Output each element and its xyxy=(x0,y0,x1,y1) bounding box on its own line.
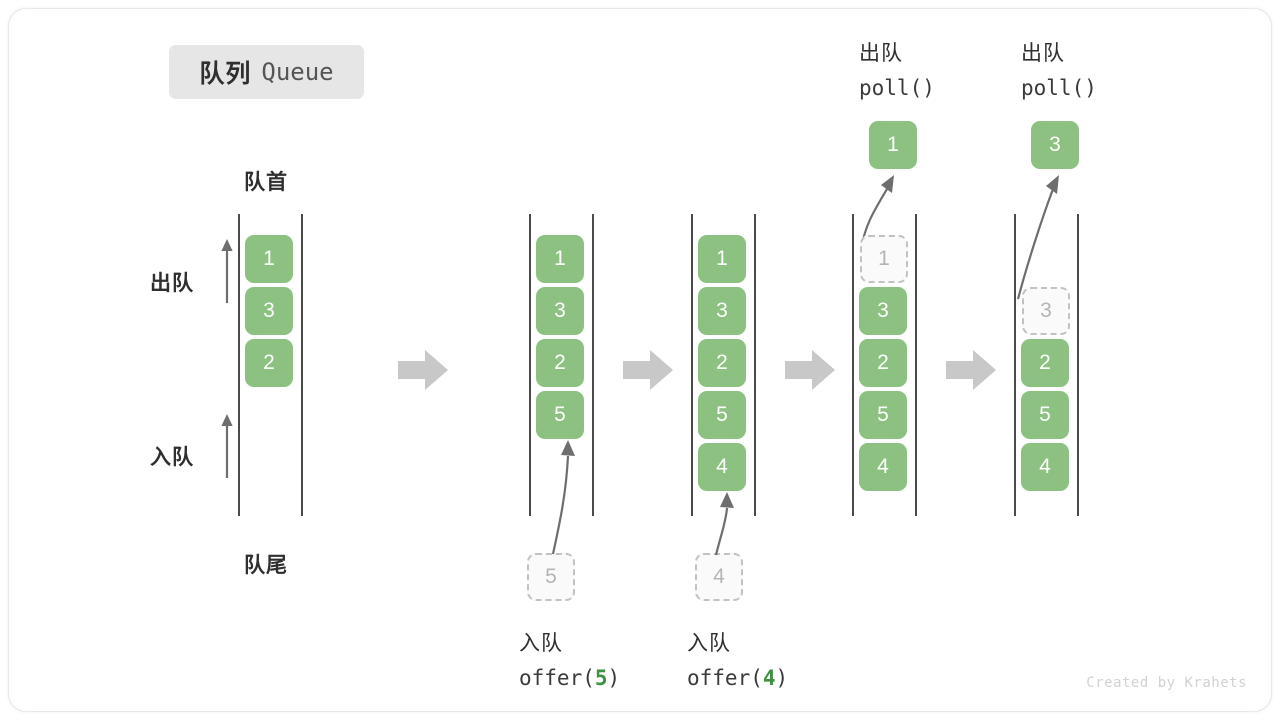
popped-element: 3 xyxy=(1031,121,1079,169)
queue-slot: 2 xyxy=(245,339,293,387)
enqueue-direction-arrow-icon xyxy=(221,414,233,478)
caption-line-1: 入队 xyxy=(687,632,731,655)
caption-line-1: 出队 xyxy=(1021,42,1065,65)
dequeue-motion-arrow-icon xyxy=(1016,175,1059,300)
queue-slot: 3 xyxy=(859,287,907,335)
diagram-card: 队列 Queue 队首 队尾 出队 入队 1 3 2 1 3 2 5 5 入队 … xyxy=(8,8,1272,712)
caption-line-2: offer(5) xyxy=(519,661,620,695)
step-separator-arrow-icon xyxy=(946,350,996,390)
queue-slot: 3 xyxy=(536,287,584,335)
caption-fn-prefix: offer( xyxy=(519,666,595,690)
caption-line-1: 入队 xyxy=(519,632,563,655)
queue-rail-right xyxy=(592,214,594,516)
caption-line-1: 出队 xyxy=(859,42,903,65)
queue-slot-removed: 1 xyxy=(860,235,908,283)
caption-line-2: offer(4) xyxy=(687,661,788,695)
queue-rail-left xyxy=(1014,214,1016,516)
step-caption-offer-4: 入队 offer(4) xyxy=(687,627,788,695)
step-separator-arrow-icon xyxy=(398,350,448,390)
queue-slot: 5 xyxy=(1021,391,1069,439)
caption-fn-suffix: ) xyxy=(775,666,789,690)
queue-slot: 1 xyxy=(245,235,293,283)
queue-rail-left xyxy=(691,214,693,516)
caption-fn-suffix: ) xyxy=(607,666,621,690)
step-separator-arrow-icon xyxy=(623,350,673,390)
diagram-title-badge: 队列 Queue xyxy=(169,45,364,99)
dequeue-direction-label: 出队 xyxy=(150,272,194,295)
caption-fn-suffix: ) xyxy=(1084,76,1097,100)
queue-slot: 2 xyxy=(536,339,584,387)
dequeue-direction-arrow-icon xyxy=(221,239,233,303)
step-caption-poll-3: 出队 poll() xyxy=(1021,37,1097,105)
step-caption-offer-5: 入队 offer(5) xyxy=(519,627,620,695)
queue-rail-right xyxy=(301,214,303,516)
queue-rail-left xyxy=(529,214,531,516)
queue-slot: 2 xyxy=(859,339,907,387)
step-separator-arrow-icon xyxy=(785,350,835,390)
popped-element: 1 xyxy=(869,121,917,169)
queue-slot: 5 xyxy=(859,391,907,439)
caption-fn-prefix: offer( xyxy=(687,666,763,690)
title-chinese: 队列 xyxy=(199,60,252,88)
caption-line-2: poll() xyxy=(1021,71,1097,105)
queue-slot: 1 xyxy=(536,235,584,283)
credit-text: Created by Krahets xyxy=(1086,675,1247,691)
enqueue-motion-arrow-icon xyxy=(714,492,734,556)
queue-slot-new: 5 xyxy=(536,391,584,439)
queue-slot: 4 xyxy=(859,443,907,491)
caption-fn-prefix: poll( xyxy=(859,76,923,100)
incoming-element-ghost: 4 xyxy=(695,553,743,601)
queue-slot: 2 xyxy=(1021,339,1069,387)
caption-fn-suffix: ) xyxy=(922,76,935,100)
enqueue-motion-arrow-icon xyxy=(551,440,575,555)
queue-rail-right xyxy=(1077,214,1079,516)
caption-line-2: poll() xyxy=(859,71,935,105)
caption-argument: 4 xyxy=(762,666,776,690)
queue-slot-new: 4 xyxy=(698,443,746,491)
queue-slot: 3 xyxy=(245,287,293,335)
queue-slot: 3 xyxy=(698,287,746,335)
queue-slot: 2 xyxy=(698,339,746,387)
queue-rail-left xyxy=(238,214,240,516)
title-english: Queue xyxy=(261,58,334,86)
queue-rear-label: 队尾 xyxy=(244,554,288,577)
queue-rail-right xyxy=(754,214,756,516)
queue-rail-left xyxy=(852,214,854,516)
diagram-stage: 队列 Queue 队首 队尾 出队 入队 1 3 2 1 3 2 5 5 入队 … xyxy=(9,9,1271,711)
step-caption-poll-1: 出队 poll() xyxy=(859,37,935,105)
caption-argument: 5 xyxy=(594,666,608,690)
queue-rail-right xyxy=(915,214,917,516)
incoming-element-ghost: 5 xyxy=(527,553,575,601)
queue-slot: 1 xyxy=(698,235,746,283)
enqueue-direction-label: 入队 xyxy=(150,446,194,469)
queue-slot: 5 xyxy=(698,391,746,439)
queue-slot: 4 xyxy=(1021,443,1069,491)
queue-slot-removed: 3 xyxy=(1022,287,1070,335)
caption-fn-prefix: poll( xyxy=(1021,76,1085,100)
queue-front-label: 队首 xyxy=(244,171,288,194)
